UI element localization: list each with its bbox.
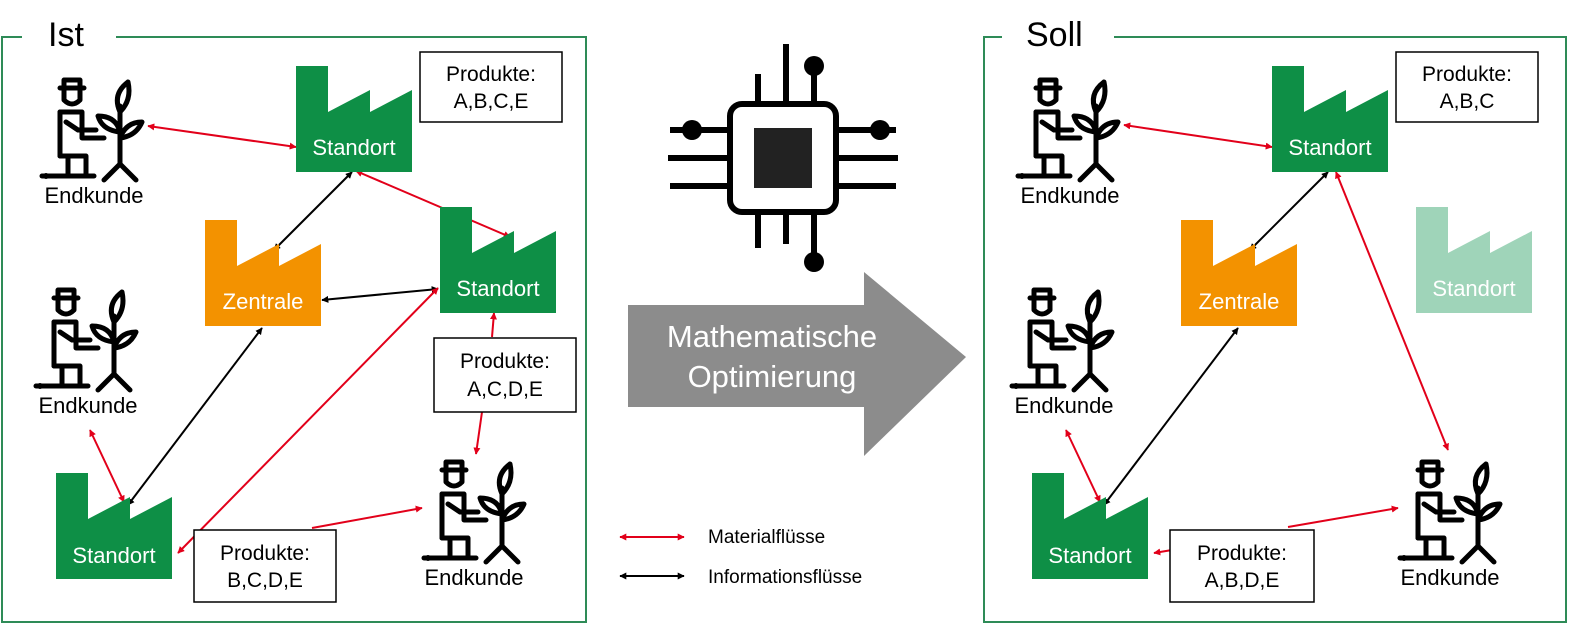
information-flow-arrow xyxy=(1103,327,1239,506)
product-box: Produkte: A,B,C,E xyxy=(419,51,563,123)
legend-information-label: Informationsflüsse xyxy=(708,567,862,588)
material-flow-arrow xyxy=(355,170,511,238)
customer-label: Endkunde xyxy=(1020,183,1119,208)
product-box: Produkte: B,C,D,E xyxy=(193,529,337,603)
material-flow-arrow xyxy=(1287,505,1399,528)
factory-label: Standort xyxy=(72,543,155,568)
central-label: Zentrale xyxy=(223,289,304,314)
material-flow-arrow xyxy=(489,312,497,338)
customer-node: Endkunde xyxy=(42,80,144,208)
material-flow-arrow xyxy=(1123,122,1273,150)
central-node: Zentrale xyxy=(205,220,321,326)
ist-title: Ist xyxy=(48,16,84,54)
information-flow-arrow xyxy=(127,327,263,506)
material-flow-arrow xyxy=(1065,429,1101,503)
factory-label: Standort xyxy=(456,276,539,301)
product-box-items: A,B,C xyxy=(1440,90,1495,113)
product-box-heading: Produkte: xyxy=(446,63,536,86)
central-label: Zentrale xyxy=(1199,289,1280,314)
optimization-label-line1: Mathematische xyxy=(667,319,877,354)
product-box-heading: Produkte: xyxy=(1197,542,1287,565)
factory-node: Standort xyxy=(56,473,172,579)
factory-node: Standort xyxy=(1272,66,1388,172)
product-box: Produkte: A,B,C xyxy=(1395,51,1539,123)
factory-node: Standort xyxy=(440,207,556,313)
material-flow-arrow xyxy=(311,505,423,529)
material-flow-arrow xyxy=(147,123,297,150)
legend-material-label: Materialflüsse xyxy=(708,527,825,548)
factory-label: Standort xyxy=(312,135,395,160)
material-flow-arrow xyxy=(177,287,439,554)
factory-node: Standort xyxy=(296,66,412,172)
product-box-heading: Produkte: xyxy=(460,350,550,373)
ist-flows xyxy=(89,123,511,554)
farmer-plant-icon xyxy=(1018,80,1118,180)
factory-label: Standort xyxy=(1048,543,1131,568)
customer-label: Endkunde xyxy=(44,183,143,208)
product-box: Produkte: A,B,D,E xyxy=(1169,529,1315,603)
customer-label: Endkunde xyxy=(1014,393,1113,418)
farmer-plant-icon xyxy=(424,462,524,562)
customer-label: Endkunde xyxy=(424,565,523,590)
customer-label: Endkunde xyxy=(38,393,137,418)
product-box-items: A,C,D,E xyxy=(467,378,543,401)
material-flow-arrow xyxy=(89,429,125,503)
product-box-heading: Produkte: xyxy=(220,542,310,565)
product-box: Produkte: A,C,D,E xyxy=(433,337,577,413)
material-flow-arrow xyxy=(473,411,483,455)
customer-node: Endkunde xyxy=(424,462,524,590)
legend: Materialflüsse Informationsflüsse xyxy=(619,527,862,588)
farmer-plant-icon xyxy=(1012,290,1112,390)
factory-node-closed: Standort xyxy=(1416,207,1532,313)
material-flow-arrow xyxy=(1335,171,1449,451)
farmer-plant-icon xyxy=(42,80,142,180)
customer-node: Endkunde xyxy=(1012,290,1114,418)
customer-label: Endkunde xyxy=(1400,565,1499,590)
material-flow-arrow xyxy=(1153,548,1173,556)
information-flow-arrow xyxy=(321,286,439,303)
product-box-items: B,C,D,E xyxy=(227,569,303,592)
optimization-arrow: Mathematische Optimierung xyxy=(628,272,966,456)
farmer-plant-icon xyxy=(36,290,136,390)
soll-panel: Soll Endkunde Endkunde Endkunde Standort xyxy=(983,16,1567,623)
soll-flows xyxy=(1065,122,1449,556)
chip-icon xyxy=(668,44,898,272)
central-node: Zentrale xyxy=(1181,220,1297,326)
information-flow-arrow xyxy=(273,171,353,251)
soll-title: Soll xyxy=(1026,16,1083,54)
factory-node: Standort xyxy=(1032,473,1148,579)
product-box-items: A,B,D,E xyxy=(1205,569,1280,592)
customer-node: Endkunde xyxy=(36,290,138,418)
customer-node: Endkunde xyxy=(1400,462,1500,590)
farmer-plant-icon xyxy=(1400,462,1500,562)
information-flow-arrow xyxy=(1249,171,1329,251)
optimization-label-line2: Optimierung xyxy=(688,359,857,394)
factory-label: Standort xyxy=(1432,276,1515,301)
customer-node: Endkunde xyxy=(1018,80,1120,208)
product-box-items: A,B,C,E xyxy=(454,90,529,113)
ist-panel: Ist Endkunde Endkunde Endkunde xyxy=(1,16,587,623)
product-box-heading: Produkte: xyxy=(1422,63,1512,86)
factory-label: Standort xyxy=(1288,135,1371,160)
